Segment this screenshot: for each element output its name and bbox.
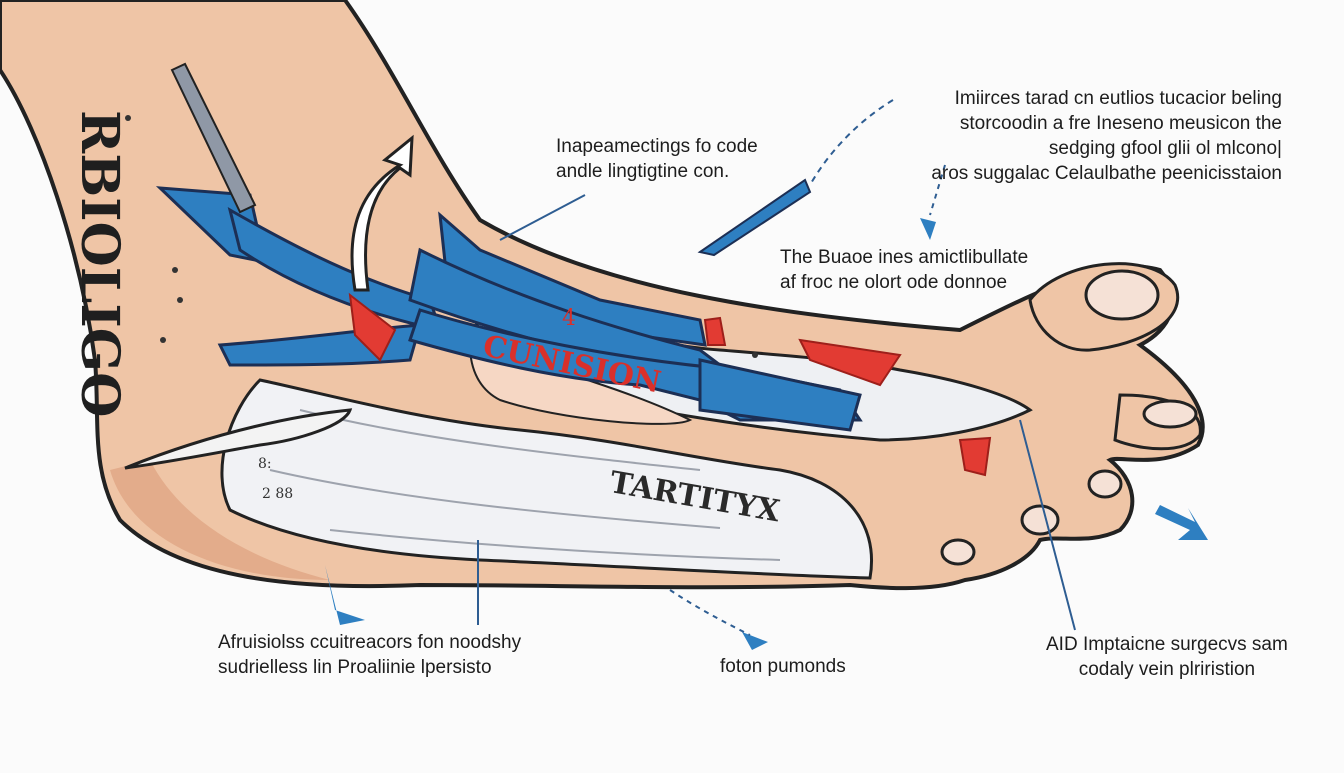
annotation-line: aros suggalac Celaulbathe peenicisstaion (931, 163, 1282, 184)
inner-red-small: 4 (562, 306, 576, 331)
heel-shadow (110, 460, 330, 580)
inner-marks (125, 115, 758, 358)
annotation-top-right: Imiirces tarad cn eutlios tucacior belin… (910, 86, 1282, 186)
annotation-line: af froc ne olort ode donnoe (780, 272, 1008, 293)
fourth-toe-nail (1020, 504, 1060, 536)
inner-mark-2: 2 88 (262, 486, 293, 502)
leader-lines (477, 99, 1076, 636)
curved-arrow (350, 134, 414, 292)
annotation-line: andle lingtigtine con. (556, 161, 730, 182)
tape-strip (124, 408, 353, 470)
fifth-toe-nail (940, 538, 976, 566)
annotation-line: Imiirces tarad cn eutlios tucacior belin… (954, 88, 1282, 109)
annotation-bottom-left: Afruisiolss ccuitreacors fon noodshy sud… (218, 630, 521, 680)
annotation-line: sedging gfool glii ol mlcono| (1048, 138, 1282, 159)
blue-straps (155, 186, 863, 432)
annotation-line: sudrielless lin Proaliinie lpersisto (218, 657, 492, 678)
annotation-top-center: Inapeamectings fo code andle lingtigtine… (556, 134, 758, 184)
bandage-band-2 (269, 409, 781, 561)
annotation-mid-right: The Buaoe ines amictlibullate af froc ne… (780, 245, 1028, 295)
annotation-line: codaly vein plriristion (1078, 659, 1256, 680)
annotation-line: Inapeamectings fo code (556, 136, 758, 157)
blue-pointer-mid (742, 632, 768, 650)
second-toe-nail (1142, 399, 1198, 429)
toes (940, 262, 1202, 566)
inner-mark-1: 8: (258, 456, 272, 472)
probe (170, 62, 257, 214)
annotation-bottom-right: AID Imptaicne surgecvs sam codaly vein p… (1046, 632, 1288, 682)
red-markers (348, 292, 992, 477)
side-lettering: RBIOLIGO (69, 110, 130, 417)
big-toe-nail (1084, 269, 1160, 321)
annotation-line: AID Imptaicne surgecvs sam (1046, 634, 1288, 655)
annotation-line: Afruisiolss ccuitreacors fon noodshy (218, 632, 522, 653)
blue-pointer-left (325, 565, 365, 625)
bandage-wrap (220, 378, 873, 580)
blue-pointer-right (920, 218, 936, 240)
annotation-bottom-center: foton pumonds (720, 654, 846, 679)
annotation-line: foton pumonds (720, 656, 846, 677)
third-toe-nail (1087, 469, 1123, 499)
blue-arrow-right (1155, 505, 1208, 540)
blue-arrow-top (697, 178, 812, 257)
annotation-line: storcoodin a fre Ineseno meusicon the (959, 113, 1282, 134)
annotation-line: The Buaoe ines amictlibullate (780, 247, 1029, 268)
